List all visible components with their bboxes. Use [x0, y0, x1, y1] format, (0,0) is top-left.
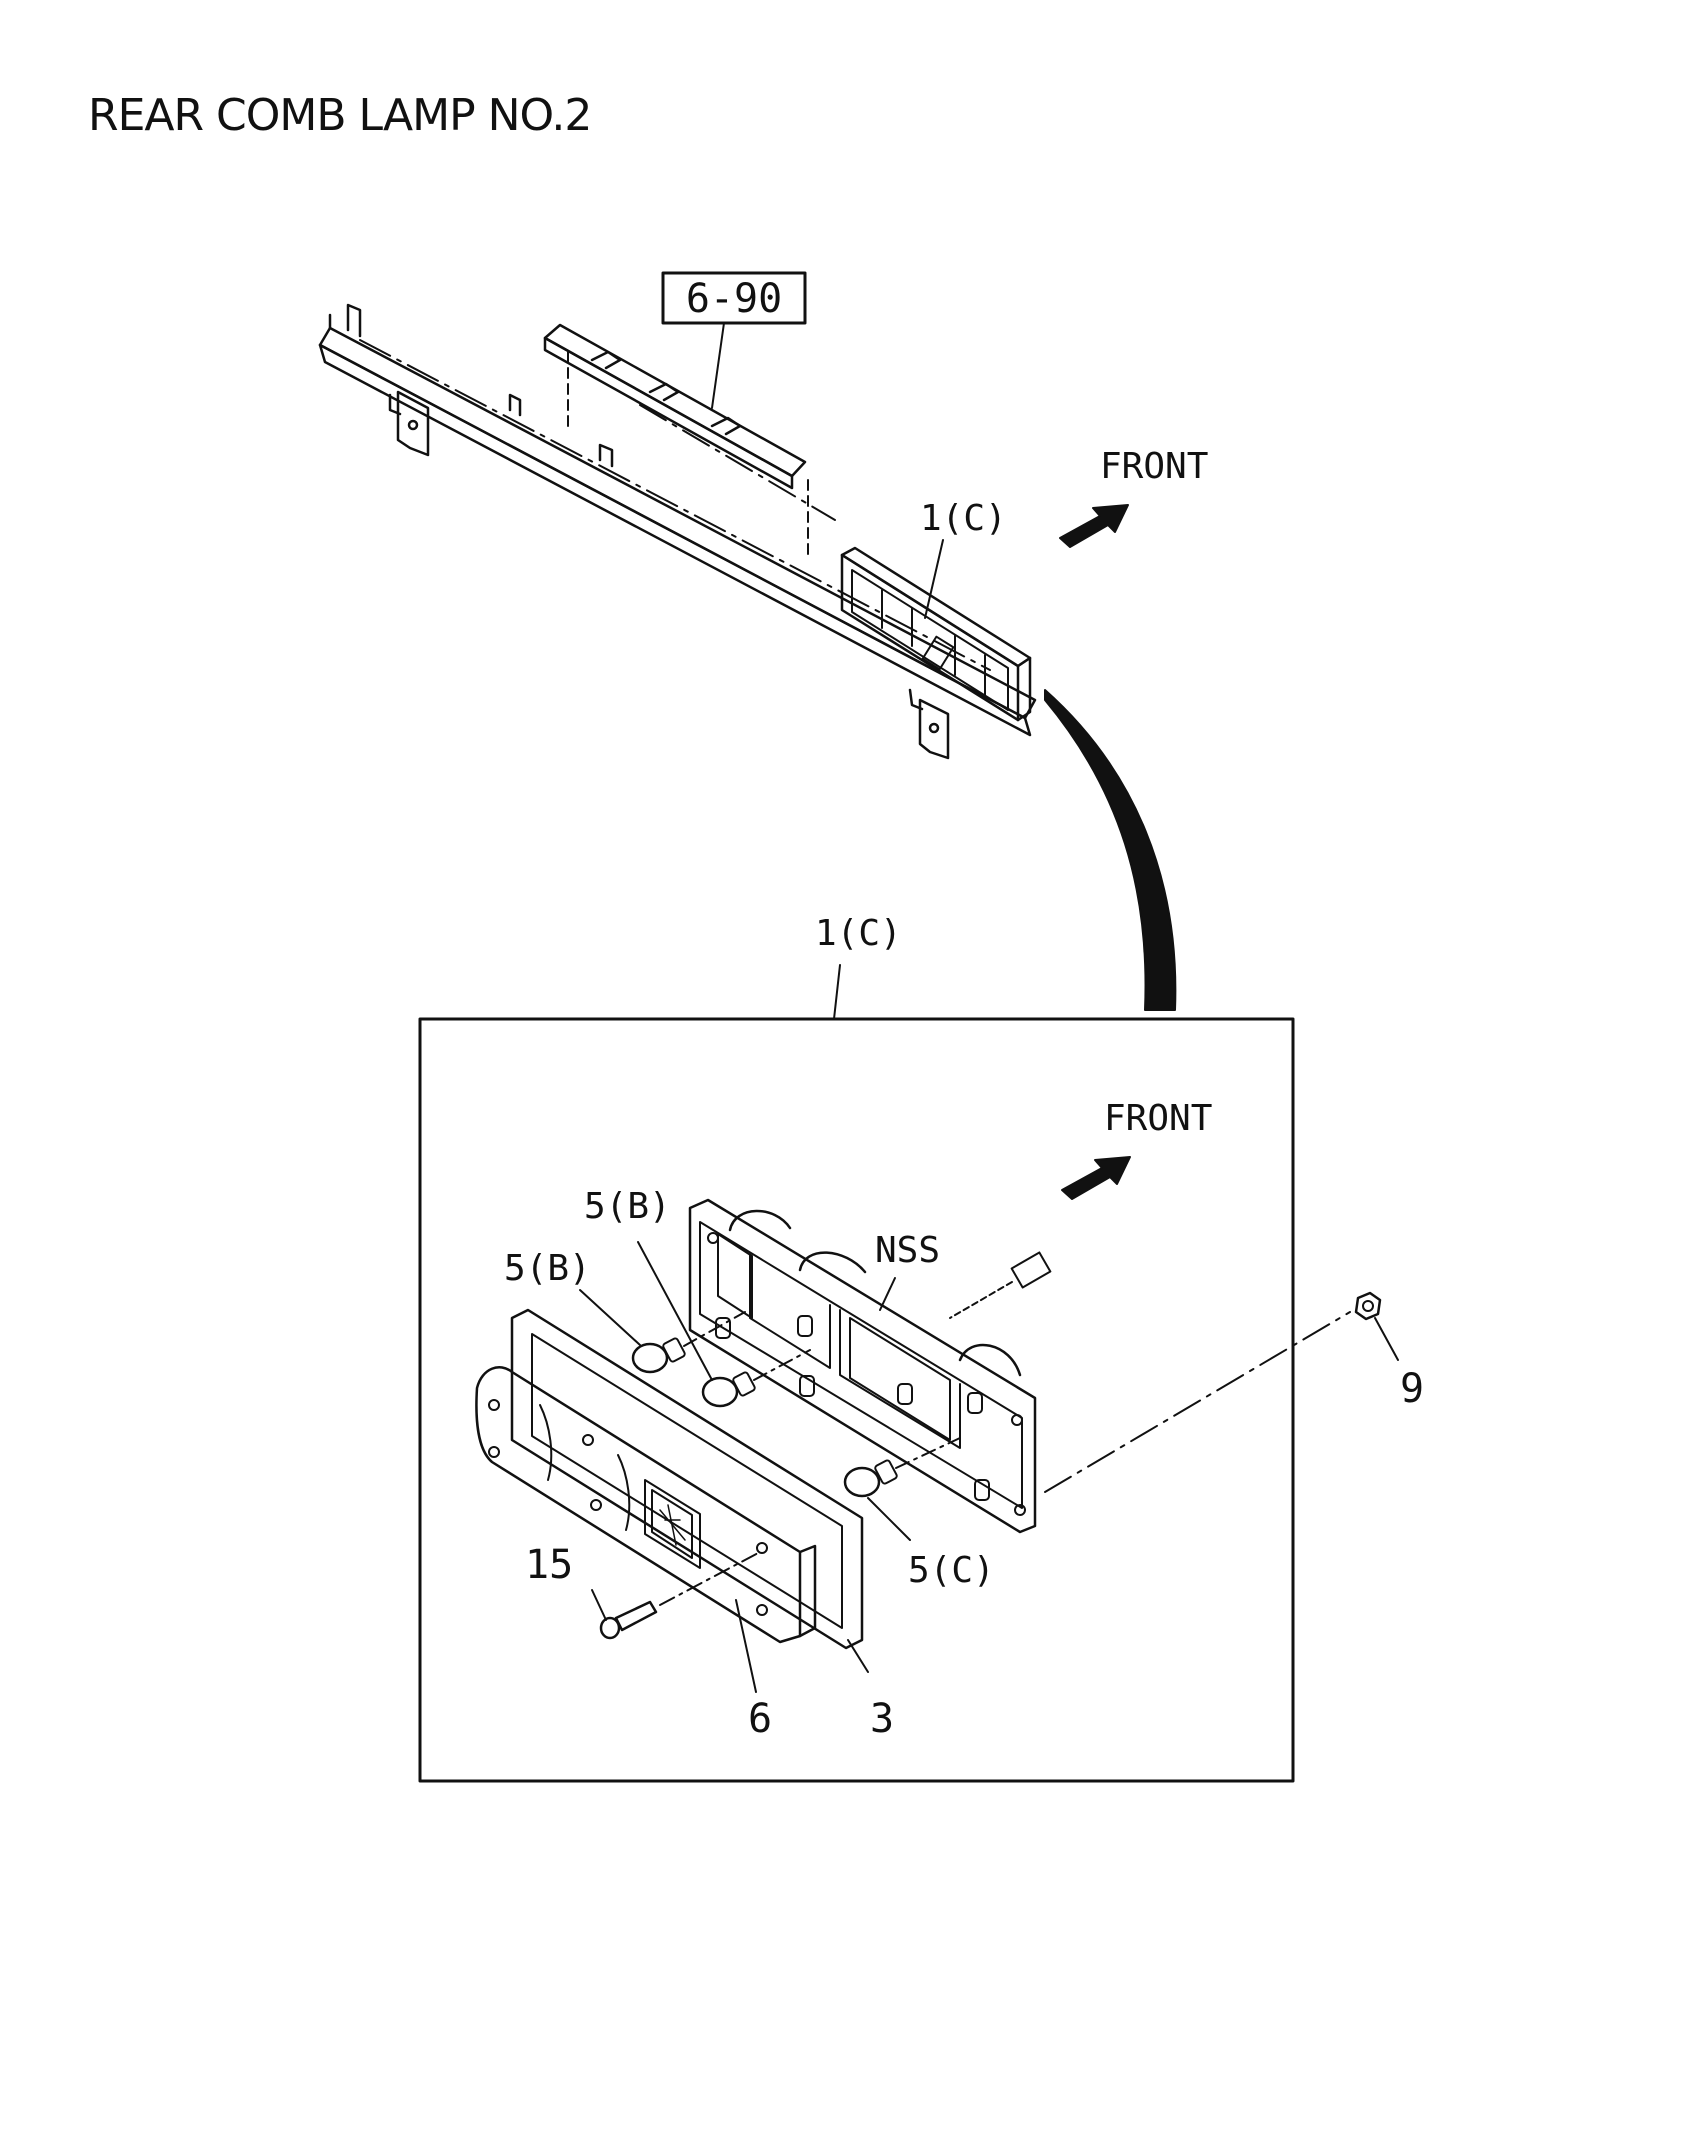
bracket-plate — [543, 323, 807, 478]
detail-box-label: 1(C) — [815, 913, 902, 954]
lamp-on-frame — [840, 546, 1032, 722]
front-label-detail: FRONT — [1104, 1098, 1212, 1139]
screw-icon — [599, 1600, 658, 1640]
lamp-housing — [688, 1198, 1037, 1534]
callout-gasket: 3 — [870, 1696, 894, 1742]
bulb-b-lower — [631, 1337, 686, 1374]
callout-screw: 15 — [525, 1542, 573, 1588]
callout-bulb-b-upper: 5(B) — [584, 1186, 671, 1227]
bracket-right — [918, 698, 950, 760]
callout-bulb-c: 5(C) — [908, 1550, 995, 1591]
callout-nss: NSS — [875, 1230, 940, 1271]
detail-box — [418, 1017, 1295, 1783]
callout-nut: 9 — [1400, 1366, 1424, 1412]
bulb-c — [843, 1459, 898, 1498]
page-title: REAR COMB LAMP NO.2 — [88, 90, 592, 141]
bracket-left — [396, 390, 430, 457]
lamp-lens — [475, 1366, 817, 1644]
callout-bulb-b-lower: 5(B) — [504, 1248, 591, 1289]
wire-connector — [949, 1251, 1052, 1319]
callout-lens: 6 — [748, 1696, 772, 1742]
detail-transfer-arrow-icon — [1044, 689, 1177, 1011]
front-arrow-detail-icon — [1061, 1156, 1131, 1200]
leader-lamp-upper — [924, 539, 944, 619]
front-arrow-upper-icon — [1059, 504, 1129, 548]
ref-box — [661, 271, 807, 325]
frame-assembly — [318, 271, 1177, 1011]
lamp-gasket — [510, 1308, 864, 1650]
ref-box-label: 6-90 — [686, 276, 782, 322]
front-label-upper: FRONT — [1100, 446, 1208, 487]
part-label-upper: 1(C) — [920, 498, 1007, 539]
leader-lines — [579, 1241, 1399, 1693]
bulb-b-upper — [701, 1371, 756, 1408]
nut-icon — [1354, 1291, 1382, 1321]
